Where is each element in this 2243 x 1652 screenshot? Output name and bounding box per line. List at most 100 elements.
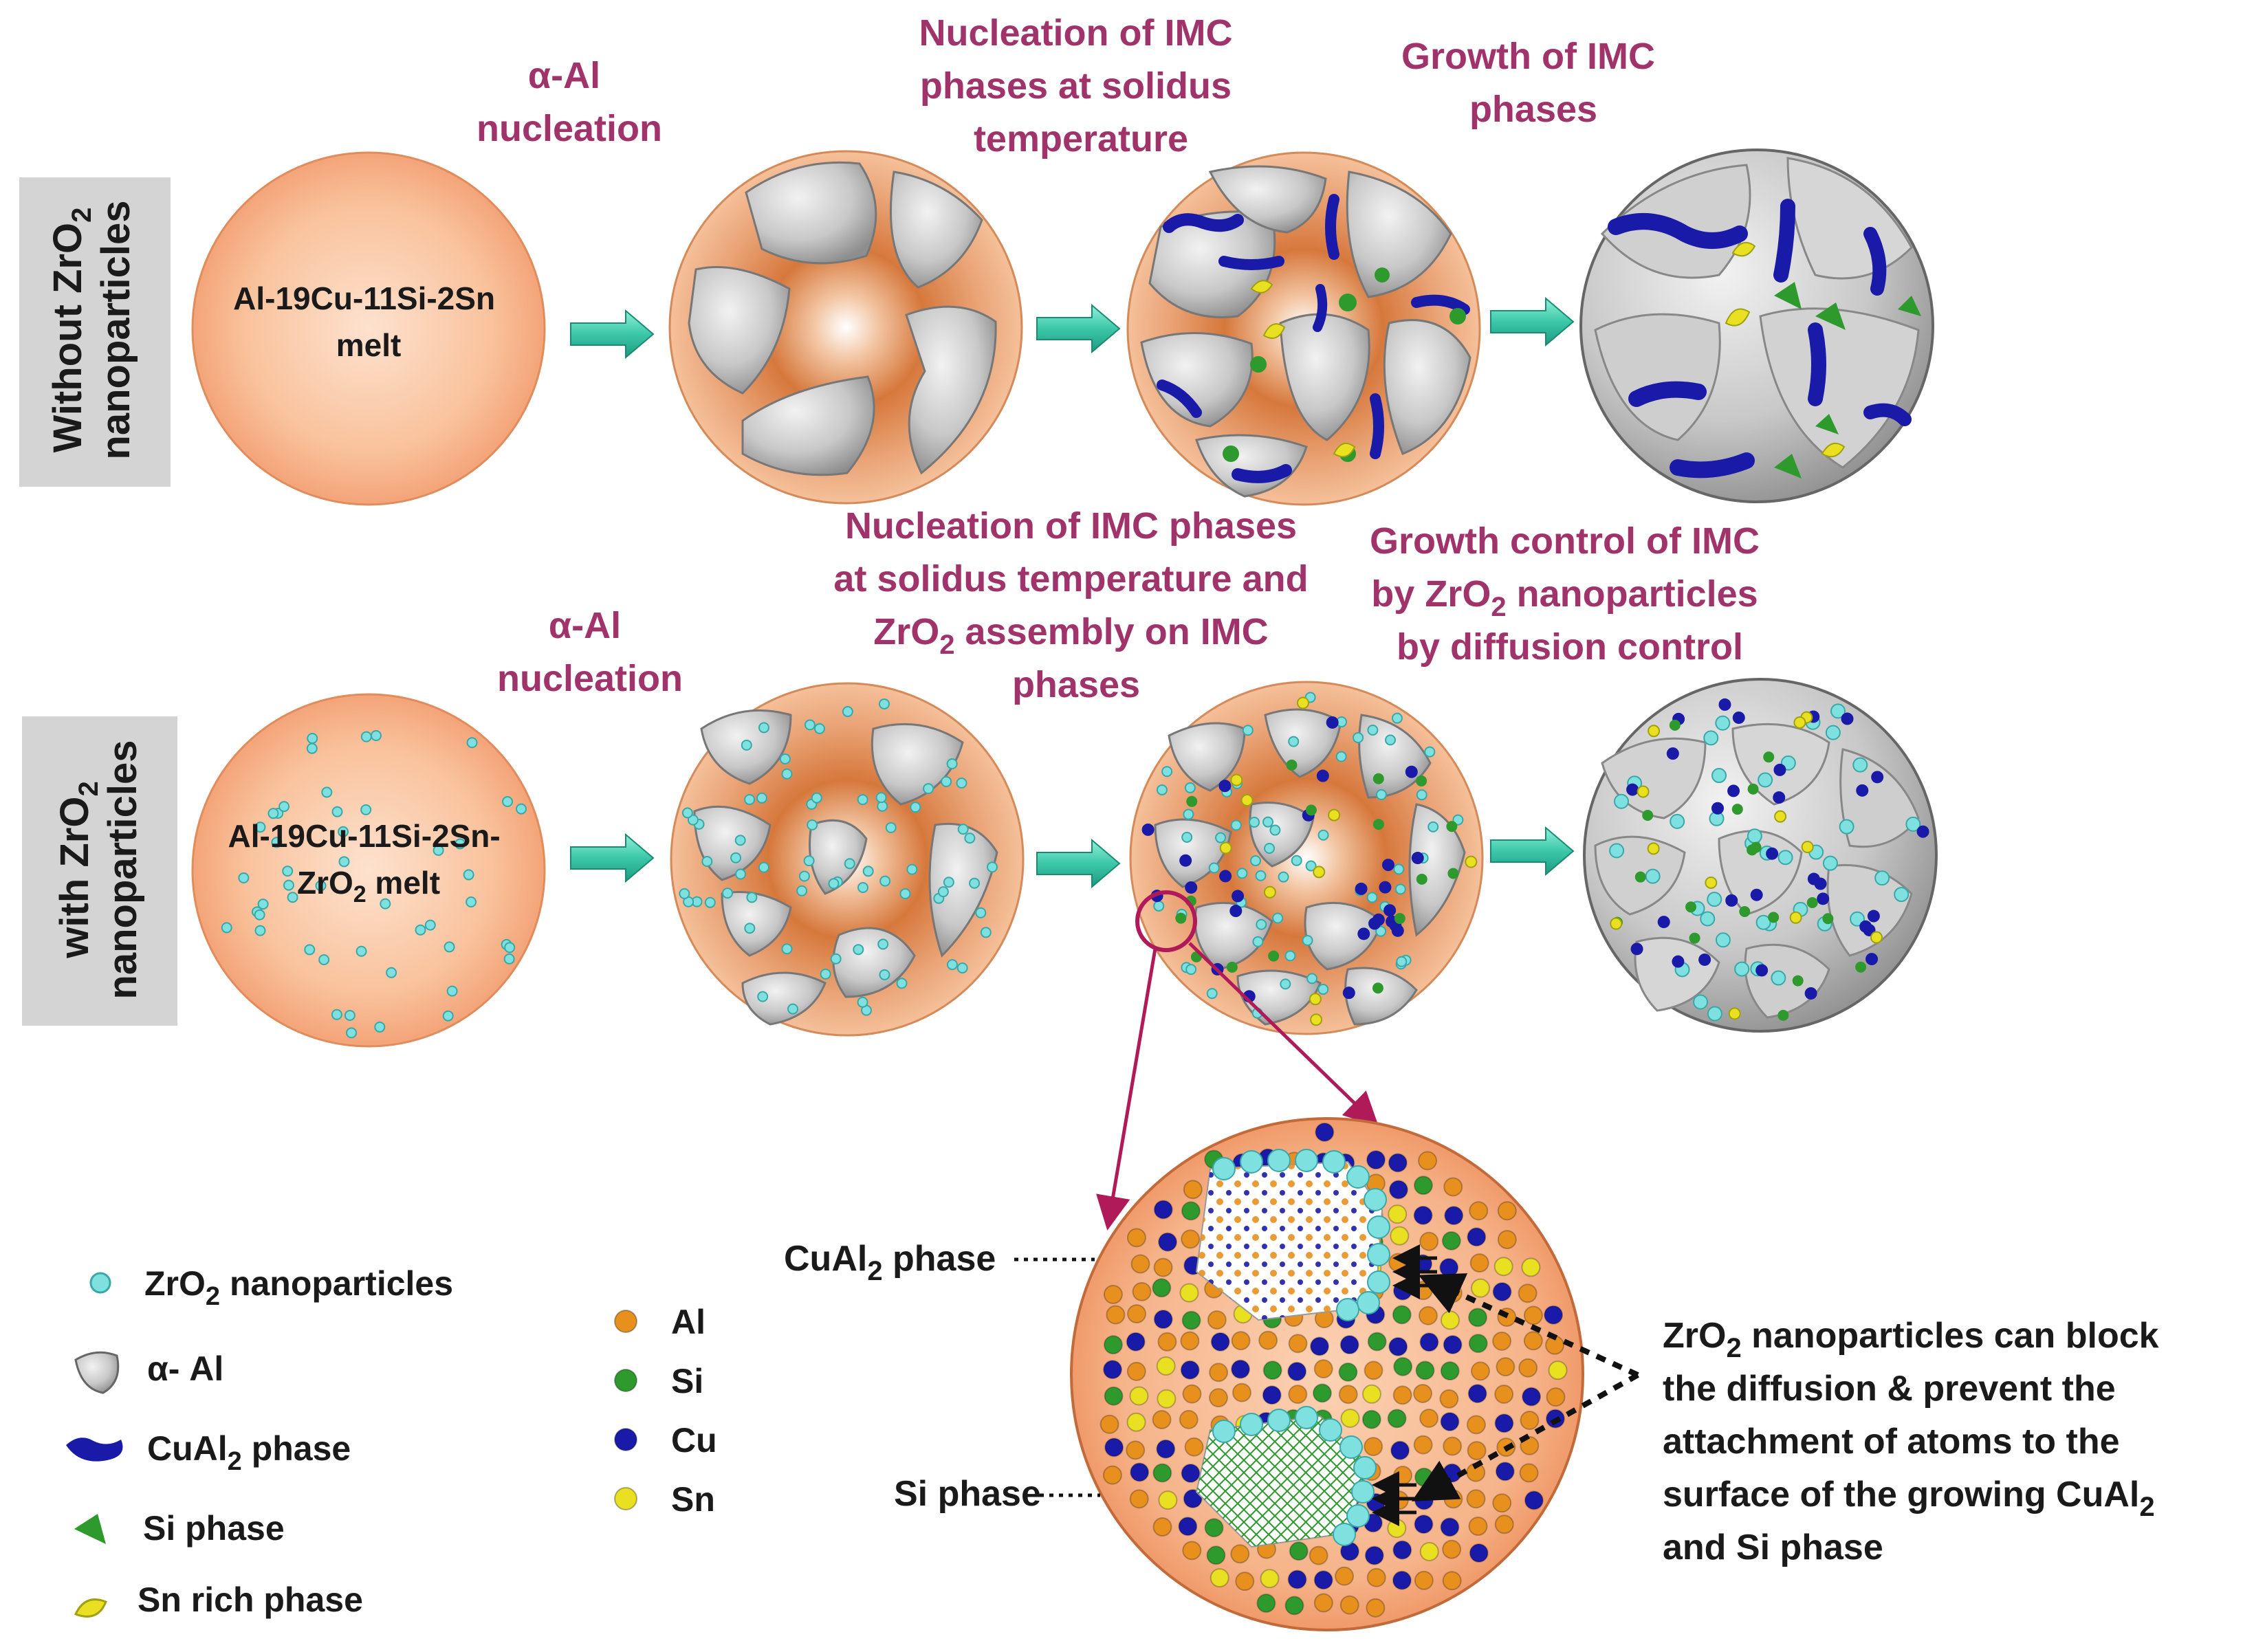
cu-particle: [1666, 747, 1679, 760]
legend-cual2-icon: [66, 1438, 123, 1462]
si-atom: [1204, 1518, 1224, 1538]
zro2-blocker: [1364, 1188, 1387, 1211]
al-atom: [1413, 1383, 1433, 1403]
zro2-particle: [820, 968, 831, 980]
bottom-nucleation-circle: [670, 682, 1025, 1037]
zro2-blocker: [1339, 1435, 1363, 1459]
zro2-particle: [1707, 1006, 1722, 1022]
zro2-blocker: [1367, 1215, 1390, 1239]
zro2-particle: [355, 945, 367, 957]
zro2-particle: [1693, 994, 1709, 1010]
si-atom: [1392, 1305, 1412, 1325]
zro2-particle: [1280, 978, 1291, 990]
al-atom: [1497, 1230, 1517, 1250]
top-melt-line1: Al-19Cu-11Si-2Sn: [233, 280, 495, 316]
zro2-particle: [346, 1027, 358, 1039]
cu-particle: [1856, 784, 1869, 797]
zro2-particle: [687, 814, 699, 826]
si-atom: [1181, 1310, 1201, 1330]
cu-atom: [1392, 1540, 1412, 1560]
cu-particle: [1229, 905, 1243, 918]
zro2-particle: [896, 978, 908, 989]
al-atom: [1152, 1410, 1172, 1430]
zro2-particle: [221, 922, 232, 934]
cu-atom: [1287, 1361, 1307, 1381]
cu-particle: [1867, 910, 1880, 923]
sn-particle: [1648, 725, 1661, 738]
sn-atom: [1387, 1519, 1407, 1539]
zro2-particle: [1393, 863, 1405, 875]
zro2-particle: [1284, 950, 1296, 962]
al-atom: [1179, 1409, 1199, 1429]
zoom-pointer-right: [1188, 942, 1379, 1127]
si-particle: [1822, 913, 1834, 925]
row-label-with: with ZrO2 nanoparticles: [22, 716, 177, 1026]
cu-particle: [1871, 771, 1884, 784]
al-atom: [1468, 1517, 1488, 1537]
al-atom: [1335, 1566, 1355, 1586]
cu-atom: [1180, 1360, 1200, 1380]
zro2-particle: [681, 807, 693, 819]
sn-atom: [1440, 1310, 1460, 1330]
zro2-particle: [862, 866, 874, 877]
zro2-particle: [1645, 868, 1661, 884]
si-particle: [1685, 901, 1697, 913]
zro2-particle: [828, 878, 840, 890]
cu-atom: [1231, 1359, 1251, 1379]
zro2-particle: [1153, 900, 1165, 912]
zro2-particle: [857, 794, 868, 806]
al-atom: [1153, 1257, 1173, 1277]
al-atom: [1129, 1489, 1149, 1509]
si-particle: [1268, 950, 1280, 962]
top-imc-nucleation-circle: [1126, 151, 1481, 506]
legend-zro2-icon: [89, 1272, 111, 1294]
al-atom: [1209, 1363, 1229, 1383]
legend-atom-label-al: Al: [671, 1303, 705, 1341]
bottom-imc-nucleation-circle: [1129, 681, 1484, 1035]
zoom-highlight-ring: [1135, 890, 1197, 952]
arrow-bottom-3: [1490, 826, 1575, 877]
zro2-blocker: [1346, 1504, 1370, 1528]
al-atom: [1469, 1201, 1489, 1221]
si-atom: [1414, 1467, 1434, 1487]
cu-atom: [1443, 1334, 1463, 1354]
al-atom: [1208, 1388, 1228, 1408]
zro2-particle: [1185, 964, 1197, 976]
zro2-particle: [271, 837, 283, 848]
zro2-particle: [811, 792, 822, 804]
legend-atom-icon-si: [614, 1369, 637, 1392]
zro2-particle: [969, 877, 981, 889]
al-atom: [1442, 1571, 1462, 1591]
zro2-particle: [1236, 868, 1248, 879]
sn-atom: [1390, 1226, 1410, 1246]
zro2-particle: [877, 938, 889, 950]
si-atom: [1367, 1332, 1387, 1352]
al-atom: [1126, 1440, 1146, 1460]
sn-particle: [1789, 911, 1802, 924]
zro2-particle: [1850, 911, 1865, 927]
zro2-particle: [1269, 824, 1281, 836]
legend-alpha-al-label: α- Al: [147, 1350, 223, 1388]
cu-particle: [1411, 852, 1424, 865]
zro2-dots-melt: [221, 729, 527, 1039]
legend-atom-icon-sn: [614, 1487, 637, 1510]
al-atom: [1309, 1545, 1328, 1565]
zro2-particle: [735, 868, 747, 880]
cu-atom: [1439, 1257, 1459, 1277]
zro2-particle: [466, 896, 477, 908]
zro2-blocker: [1336, 1298, 1359, 1321]
zro2-particle: [1181, 831, 1193, 843]
al-atom: [1364, 1437, 1383, 1457]
zro2-particle: [796, 885, 808, 896]
si-particle: [1689, 932, 1700, 944]
cu-particle: [1626, 783, 1639, 796]
zro2-particle: [1777, 850, 1793, 866]
cu-particle: [1755, 964, 1769, 977]
zro2-particle: [254, 925, 266, 936]
zro2-particle: [1700, 911, 1716, 927]
zro2-blocker: [1240, 1150, 1263, 1174]
si-atom: [1104, 1386, 1124, 1406]
al-atom: [1467, 1441, 1487, 1461]
